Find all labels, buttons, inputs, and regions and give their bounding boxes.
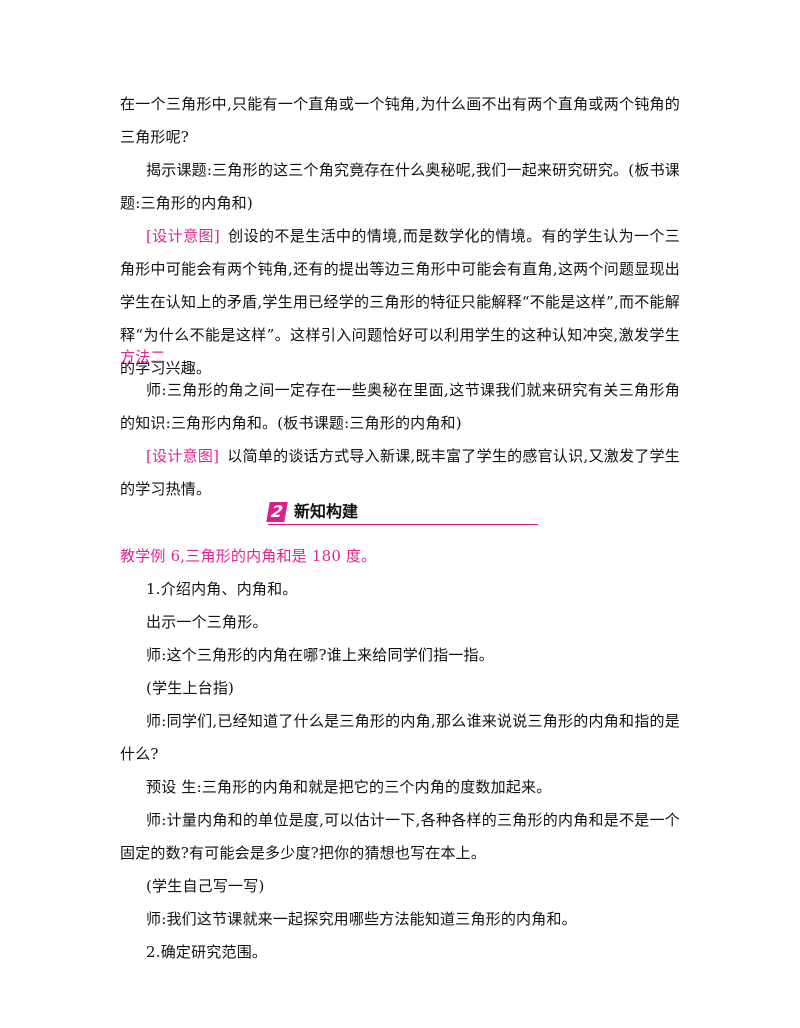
section-number-badge: 2 — [266, 502, 288, 522]
paragraph-intro-question: 在一个三角形中,只能有一个直角或一个钝角,为什么画不出有两个直角或两个钝角的三角… — [120, 95, 680, 146]
section-divider — [268, 524, 538, 525]
design-intent-text: 以简单的谈话方式导入新课,既丰富了学生的感官认识,又激发了学生的学习热情。 — [120, 447, 680, 498]
paragraph-reveal-topic: 揭示课题:三角形的这三个角究竟存在什么奥秘呢,我们一起来研究研究。(板书课题:三… — [120, 161, 680, 212]
lesson-line: 师:计量内角和的单位是度,可以估计一下,各种各样的三角形的内角和是不是一个固定的… — [120, 811, 680, 862]
lesson-line: (学生自己写一写) — [146, 877, 265, 895]
lesson-line: 出示一个三角形。 — [146, 613, 268, 631]
design-intent-tag: [设计意图] — [146, 227, 220, 245]
lesson-line: (学生上台指) — [146, 679, 235, 697]
paragraph-design-intent-1: [设计意图]创设的不是生活中的情境,而是数学化的情境。有的学生认为一个三角形中可… — [120, 220, 680, 385]
lesson-line: 师:同学们,已经知道了什么是三角形的内角,那么谁来说说三角形的内角和指的是什么? — [120, 712, 680, 763]
section-title: 新知构建 — [294, 502, 359, 521]
lesson-line: 1.介绍内角、内角和。 — [146, 580, 298, 598]
lesson-line: 师:我们这节课就来一起探究用哪些方法能知道三角形的内角和。 — [146, 910, 577, 928]
lesson-line: 2.确定研究范围。 — [146, 943, 268, 961]
lesson-line: 师:这个三角形的内角在哪?谁上来给同学们指一指。 — [146, 646, 494, 664]
design-intent-tag: [设计意图] — [146, 447, 220, 465]
section-header: 2 新知构建 — [266, 500, 538, 526]
paragraph-teacher-intro: 师:三角形的角之间一定存在一些奥秘在里面,这节课我们就来研究有关三角形角的知识:… — [120, 381, 680, 432]
paragraph-design-intent-2: [设计意图]以简单的谈话方式导入新课,既丰富了学生的感官认识,又激发了学生的学习… — [120, 440, 680, 506]
lesson-line: 预设 生:三角形的内角和就是把它的三个内角的度数加起来。 — [146, 778, 552, 796]
lesson-heading: 教学例 6,三角形的内角和是 180 度。 — [120, 547, 377, 565]
method-two-heading: 方法二 — [120, 348, 166, 366]
design-intent-text: 创设的不是生活中的情境,而是数学化的情境。有的学生认为一个三角形中可能会有两个钝… — [120, 227, 680, 377]
